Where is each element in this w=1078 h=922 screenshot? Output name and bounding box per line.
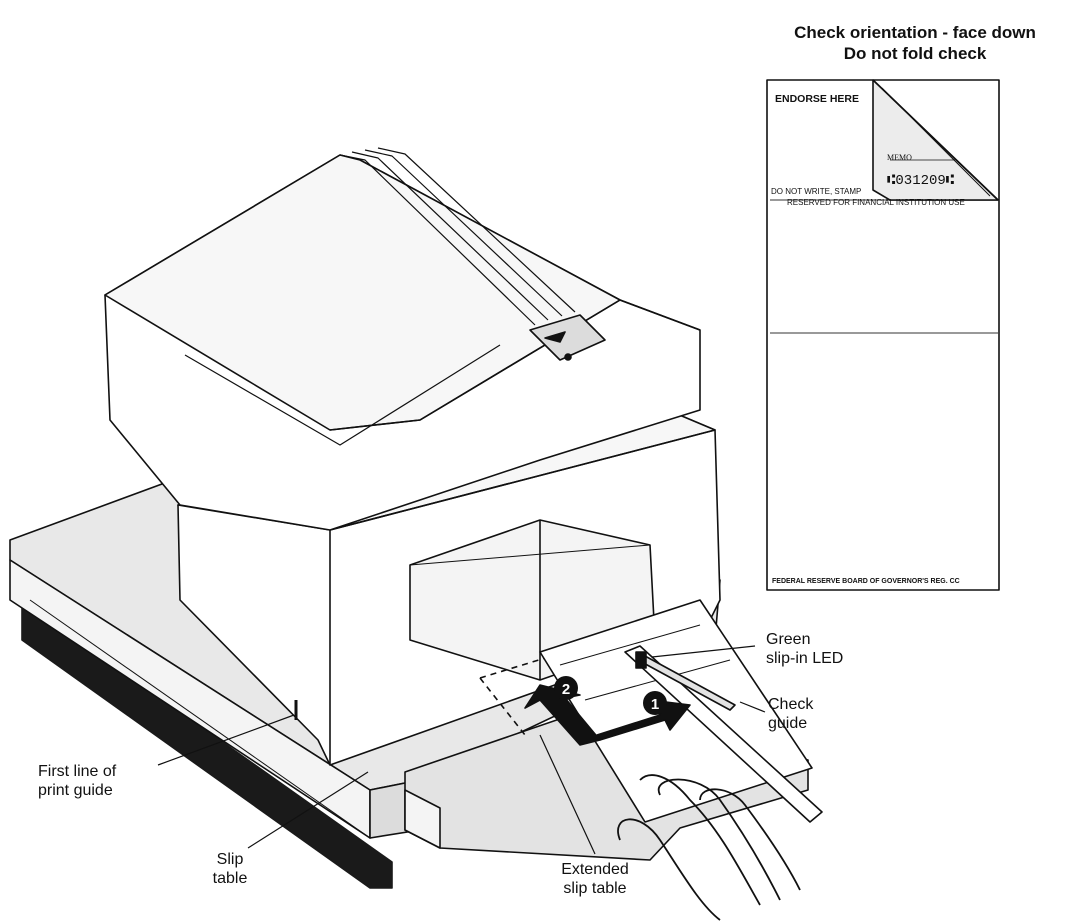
step-2-number: 2 — [562, 681, 570, 698]
check-orientation-heading: Check orientation - face down Do not fol… — [752, 22, 1078, 64]
check-federal-reserve: FEDERAL RESERVE BOARD OF GOVERNOR'S REG.… — [772, 578, 960, 585]
step-badge-1: 1 — [643, 691, 667, 715]
label-check-guide-line1: Check — [768, 696, 814, 713]
check-memo: MEMO — [887, 153, 912, 162]
label-check-guide: Check guide — [768, 695, 813, 733]
label-extended-line1: Extended — [561, 861, 629, 878]
label-slip-table: Slip table — [208, 850, 252, 888]
label-green-led-line1: Green — [766, 631, 811, 648]
check-endorse-here: ENDORSE HERE — [775, 93, 859, 105]
leader-first-line — [157, 714, 295, 766]
check-reserved: RESERVED FOR FINANCIAL INSTITUTION USE — [787, 198, 965, 207]
leader-extended — [539, 734, 596, 855]
label-slip-table-line2: table — [212, 870, 248, 887]
label-first-line-of-print-guide: First line of print guide — [38, 762, 116, 800]
step-1-number: 1 — [651, 696, 659, 713]
label-slip-table-line1: Slip — [216, 851, 244, 868]
heading-line-2: Do not fold check — [843, 44, 987, 63]
step-badge-2: 2 — [554, 676, 578, 700]
label-check-guide-line2: guide — [768, 715, 808, 732]
leader-check-guide — [739, 701, 766, 713]
check-micr-digits: ⑆031209⑆ — [887, 173, 955, 189]
green-led-indicator — [635, 651, 647, 669]
heading-line-1: Check orientation - face down — [794, 23, 1036, 42]
leader-green-led — [651, 645, 756, 658]
label-green-led: Green slip-in LED — [766, 630, 843, 668]
feed-button — [529, 314, 606, 361]
hand — [639, 774, 761, 906]
label-green-led-line2: slip-in LED — [766, 650, 844, 667]
label-first-line-line2: print guide — [38, 782, 113, 799]
leader-slip-table — [247, 771, 369, 849]
label-first-line-line1: First line of — [38, 763, 117, 780]
check-do-not-write: DO NOT WRITE, STAMP — [771, 187, 861, 196]
label-extended-line2: slip table — [563, 880, 627, 897]
label-extended-slip-table: Extended slip table — [540, 860, 650, 898]
check-guide — [624, 645, 823, 823]
